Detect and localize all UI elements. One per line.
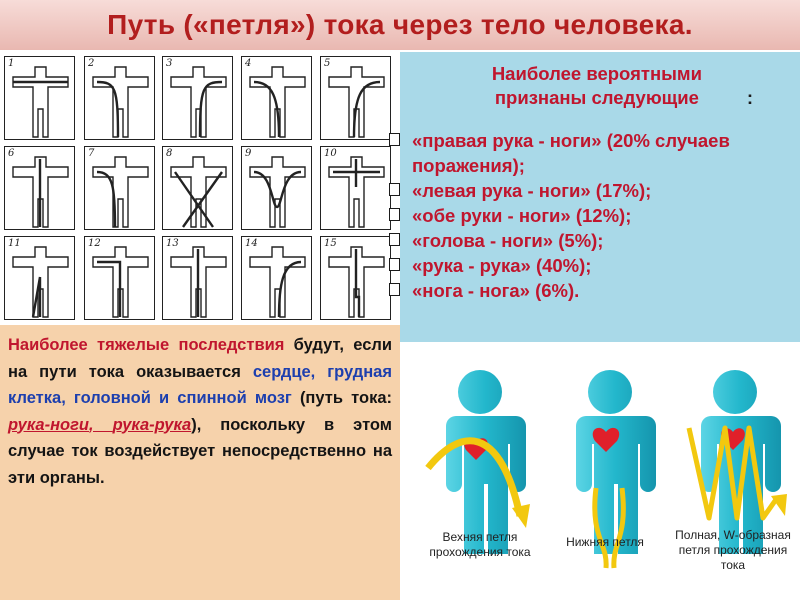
body-outline-icon <box>249 66 306 138</box>
diagram-cell: 13 <box>162 236 233 320</box>
probable-paths-list: «правая рука - ноги» (20% случаев пораже… <box>384 128 794 303</box>
diagram-number: 8 <box>166 148 173 159</box>
upper-loop-illustration <box>425 370 530 554</box>
diagram-number: 10 <box>324 148 337 159</box>
diagram-cell: 8 <box>162 146 233 230</box>
lower-loop-figure <box>550 368 670 578</box>
bullet-box-icon <box>389 283 400 296</box>
organs-phrase: сердце, грудная клетка, головной и спинн… <box>8 362 392 408</box>
probable-paths-heading: Наиболее вероятными признаны следующие: <box>400 62 800 110</box>
bullet-box-icon <box>389 183 400 196</box>
diagram-cell: 12 <box>84 236 155 320</box>
probable-paths-panel: Наиболее вероятными признаны следующие: … <box>389 52 800 342</box>
diagram-cell: 15 <box>320 236 391 320</box>
heading-colon: : <box>746 87 754 108</box>
body-outline-icon <box>92 66 149 138</box>
list-item-text: «правая рука - ноги» (20% случаев пораже… <box>412 130 730 176</box>
list-item-text: «обе руки - ноги» (12%); <box>412 205 632 226</box>
diagram-cell: 6 <box>4 146 75 230</box>
diagram-number: 13 <box>166 238 179 249</box>
consequences-text: Наиболее тяжелые последствия будут, если… <box>8 332 392 491</box>
body-outline-icon <box>12 156 69 228</box>
diagram-number: 6 <box>8 148 15 159</box>
consequences-panel: Наиболее тяжелые последствия будут, если… <box>0 325 400 600</box>
diagram-cell: 11 <box>4 236 75 320</box>
slide-title: Путь («петля») тока через тело человека. <box>107 9 693 40</box>
bullet-box-icon <box>389 133 400 146</box>
text-span: будут, если на пути тока оказывается <box>8 336 392 381</box>
list-item-text: «голова - ноги» (5%); <box>412 230 604 251</box>
diagram-cell: 5 <box>320 56 391 140</box>
diagram-number: 15 <box>324 238 337 249</box>
lower-loop-illustration <box>574 370 656 569</box>
diagram-number: 4 <box>245 58 252 69</box>
diagram-cell: 9 <box>241 146 312 230</box>
heading-line: Наиболее вероятными признаны следующие <box>491 63 702 108</box>
text-span: ), поскольку в этом случае ток воздейств… <box>8 415 392 487</box>
full-loop-caption: Полная, W-образная петля прохождения ток… <box>675 528 791 572</box>
list-item-text: «рука - рука» (40%); <box>412 255 592 276</box>
severe-consequences-phrase: Наиболее тяжелые последствия <box>8 336 285 354</box>
list-item: «левая рука - ноги» (17%); <box>384 178 794 203</box>
diagram-number: 5 <box>324 58 331 69</box>
path-separator: , <box>89 415 113 434</box>
lower-loop-caption: Нижняя петля <box>566 535 644 549</box>
diagram-number: 3 <box>166 58 173 69</box>
full-loop-figure <box>675 368 795 578</box>
bullet-box-icon <box>389 258 400 271</box>
body-outline-icon <box>170 246 227 318</box>
diagram-cell: 14 <box>241 236 312 320</box>
text-span: (путь тока: <box>291 389 393 407</box>
body-outline-icon <box>92 246 149 318</box>
list-item-text: «нога - нога» (6%). <box>412 280 580 301</box>
path-arm-legs: рука-ноги <box>8 415 89 434</box>
diagram-number: 2 <box>88 58 95 69</box>
list-item: «обе руки - ноги» (12%); <box>384 203 794 228</box>
full-loop-illustration <box>686 370 787 554</box>
path-arm-arm: рука-рука <box>112 415 192 434</box>
body-outline-icon <box>170 66 227 138</box>
body-outline-icon <box>249 246 306 318</box>
upper-loop-caption: Вехняя петля прохождения тока <box>429 530 531 559</box>
diagram-cell: 4 <box>241 56 312 140</box>
list-item: «рука - рука» (40%); <box>384 253 794 278</box>
diagram-number: 1 <box>8 58 15 69</box>
body-outline-icon <box>170 156 227 228</box>
diagram-number: 12 <box>88 238 101 249</box>
list-item: «нога - нога» (6%). <box>384 278 794 303</box>
diagram-cell: 2 <box>84 56 155 140</box>
diagram-cell: 1 <box>4 56 75 140</box>
list-item: «голова - ноги» (5%); <box>384 228 794 253</box>
title-bar: Путь («петля») тока через тело человека. <box>0 0 800 50</box>
list-item: «правая рука - ноги» (20% случаев пораже… <box>384 128 794 178</box>
upper-loop-figure <box>420 368 540 578</box>
diagram-number: 9 <box>245 148 252 159</box>
body-outline-icon <box>92 156 149 228</box>
body-outline-icon <box>12 66 69 138</box>
body-outline-icon <box>328 66 385 138</box>
bullet-box-icon <box>389 233 400 246</box>
body-outline-icon <box>328 156 385 228</box>
bullet-box-icon <box>389 208 400 221</box>
body-outline-icon <box>249 156 306 228</box>
diagram-number: 11 <box>8 238 21 249</box>
diagram-cell: 3 <box>162 56 233 140</box>
heart-icon <box>592 427 620 452</box>
body-outline-icon <box>328 246 385 318</box>
diagram-number: 7 <box>88 148 95 159</box>
diagram-cell: 7 <box>84 146 155 230</box>
diagram-cell: 10 <box>320 146 391 230</box>
body-outline-icon <box>12 246 69 318</box>
list-item-text: «левая рука - ноги» (17%); <box>412 180 652 201</box>
diagram-number: 14 <box>245 238 258 249</box>
